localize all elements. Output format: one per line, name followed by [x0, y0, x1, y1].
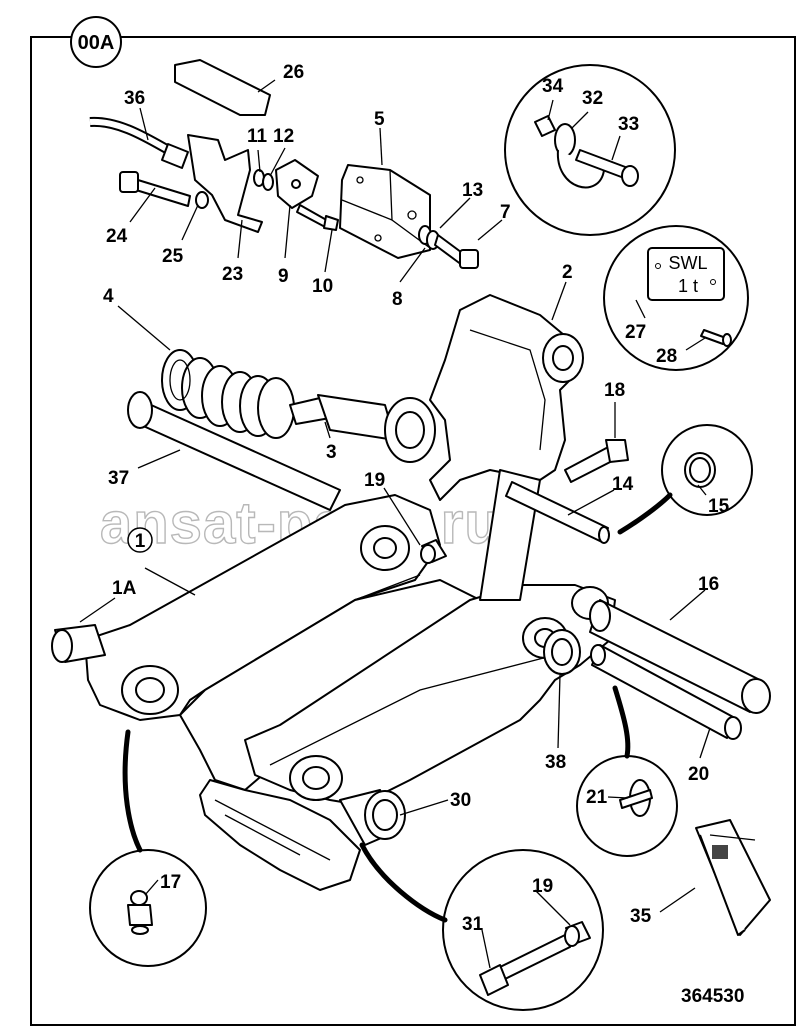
label-15: 15: [708, 496, 730, 517]
label-21: 21: [586, 787, 608, 808]
part-14-rod: [505, 481, 610, 544]
part-1-frame-left-plate: [84, 494, 441, 721]
label-23: 23: [222, 264, 243, 285]
detail-linch-pin: [576, 755, 678, 857]
part-36-cable: [89, 116, 189, 169]
part-20-pin: [590, 644, 742, 740]
label-17: 17: [160, 872, 181, 893]
label-19-detail: 19: [532, 876, 553, 897]
label-25: 25: [162, 246, 184, 267]
label-19-centre: 19: [364, 470, 385, 491]
plate-text-swl: SWL: [668, 253, 707, 273]
label-13: 13: [462, 180, 483, 201]
label-14: 14: [612, 474, 634, 495]
part-30-bush: [339, 789, 406, 846]
label-7: 7: [500, 202, 511, 223]
callout-1: 1: [127, 527, 153, 553]
label-12: 12: [273, 126, 294, 147]
label-5: 5: [374, 109, 385, 130]
diagram-frame: [30, 36, 796, 1026]
label-34: 34: [542, 76, 564, 97]
label-8: 8: [392, 289, 403, 310]
part-1a-pin: [51, 624, 106, 663]
part-10-bolt: [296, 204, 339, 231]
label-10: 10: [312, 276, 333, 297]
part-2-housing: [429, 294, 584, 601]
label-37: 37: [108, 468, 129, 489]
label-38: 38: [545, 752, 566, 773]
detail-swl-plate: SWL 1 t: [603, 225, 749, 371]
part-16-pin: [589, 599, 771, 714]
part-35-manual: [695, 819, 771, 936]
label-1a: 1A: [112, 578, 137, 599]
label-3: 3: [326, 442, 337, 463]
label-35: 35: [630, 906, 652, 927]
connector-31: [359, 842, 448, 923]
label-24: 24: [106, 226, 128, 247]
label-30: 30: [450, 790, 471, 811]
part-3-plunger: [289, 394, 436, 463]
detail-shackle: [504, 64, 676, 236]
label-16: 16: [698, 574, 719, 595]
label-33: 33: [618, 114, 639, 135]
label-1: 1: [135, 531, 146, 552]
section-badge-text: 00A: [78, 32, 115, 54]
detail-circlip: [661, 424, 753, 516]
label-31: 31: [462, 914, 484, 935]
part-23-bracket: [187, 134, 263, 233]
detail-bolt-sleeve: [442, 849, 604, 1011]
label-26: 26: [283, 62, 304, 83]
label-2: 2: [562, 262, 573, 283]
label-32: 32: [582, 88, 603, 109]
leader-lines: [79, 79, 711, 969]
label-4: 4: [103, 286, 114, 307]
part-26-plate: [174, 59, 271, 116]
part-4-spring: [161, 349, 295, 439]
part-25-washer: [195, 191, 209, 209]
part-24-bolt: [119, 171, 191, 207]
part-18-bolt: [564, 439, 629, 483]
label-27: 27: [625, 322, 646, 343]
part-9-clamp: [275, 159, 319, 209]
label-9: 9: [278, 266, 289, 287]
label-36: 36: [124, 88, 145, 109]
detail-grease-nipple: [89, 849, 207, 967]
connector-21: [612, 685, 631, 759]
part-7-bolt: [434, 234, 479, 269]
part-11-12-nuts: [253, 169, 274, 191]
part-19-sleeve-centre: [420, 539, 447, 564]
label-11: 11: [247, 126, 268, 147]
drawing-number: 364530: [681, 986, 744, 1007]
part-37-pin: [127, 391, 341, 511]
section-badge: 00A: [70, 16, 122, 68]
connector-15: [617, 492, 673, 535]
label-20: 20: [688, 764, 709, 785]
part-5-block: [339, 164, 431, 259]
label-28: 28: [656, 346, 677, 367]
connector-17: [122, 729, 143, 853]
part-labels: 26 36 5 11 12 13 7 8 24 25 23 9 10 34 32…: [103, 62, 730, 935]
part-38-washer: [543, 629, 581, 675]
plate-text-load: 1 t: [678, 276, 698, 296]
label-18: 18: [604, 380, 625, 401]
